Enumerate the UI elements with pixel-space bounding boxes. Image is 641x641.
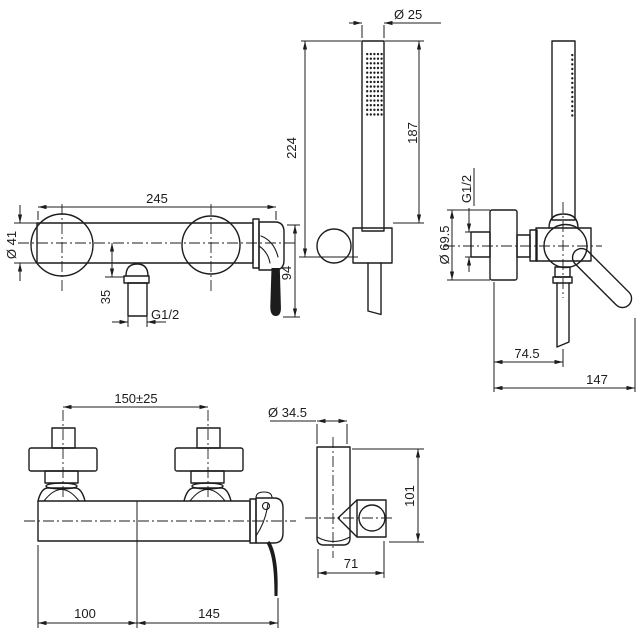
dim-inlet-spacing: 150±25 [63, 391, 208, 410]
dim-handshower-handset-length: 187 [385, 40, 424, 224]
dim-inlet-thread-side: G1/2 [459, 168, 475, 272]
handshower-handle-outline [361, 40, 385, 232]
dim-overall-projection: 147 [494, 318, 636, 392]
inlet-right-bell [183, 487, 232, 502]
hose-collar [554, 266, 571, 278]
cartridge-ring [252, 218, 260, 269]
dim-label-inlet-spacing: 150±25 [114, 391, 157, 406]
inlet-nipple-side [470, 231, 491, 258]
dim-label-handshower-handset-length: 187 [405, 122, 420, 144]
inlet-right-nipple [196, 427, 221, 449]
dim-label-mixer-height: 94 [279, 266, 294, 280]
inlet-left-bell [37, 487, 86, 502]
dim-handshower-overall-height: 224 [284, 40, 361, 258]
dim-label-mixer-width: 245 [146, 191, 168, 206]
holder-cylinder-bottom-arc [316, 536, 351, 543]
view-mixer-top: 150±25 100 145 [24, 391, 296, 628]
inlet-left [28, 427, 98, 502]
hose-side [556, 282, 570, 348]
holder-dome-side [548, 213, 579, 229]
inlet-right [174, 427, 244, 502]
dim-rosette-diameter-side: Ø 69.5 [437, 209, 490, 281]
dim-holder-projection: 71 [317, 541, 385, 578]
holder-bracket-block [356, 499, 387, 538]
lever-cap-top [255, 497, 284, 544]
dim-outlet-thread: G1/2 [112, 307, 179, 327]
dim-holder-height: 101 [352, 448, 424, 543]
holder-knob-side [358, 504, 386, 532]
connector-side-2 [529, 229, 538, 262]
handshower-handle-side [551, 40, 576, 221]
view-mixer-side: G1/2 Ø 69.5 74.5 147 [437, 168, 636, 392]
rosette-right [181, 215, 241, 275]
dim-holder-diameter: Ø 34.5 [268, 405, 348, 444]
dim-label-holder-height: 101 [402, 485, 417, 507]
lever-cap-front [258, 221, 285, 271]
dim-label-holder-diameter: Ø 34.5 [268, 405, 307, 420]
inlet-right-dome [189, 488, 226, 502]
outlet-nut [123, 275, 150, 284]
outlet-dome [125, 263, 149, 277]
dim-label-overall-projection: 147 [586, 372, 608, 387]
lever-cap-detail-2 [258, 245, 271, 264]
view-handshower-side [551, 40, 576, 221]
dim-label-outlet-offset: 35 [98, 290, 113, 304]
inlet-left-dome [43, 488, 80, 502]
lever-cap-bump [255, 491, 273, 499]
dim-mixer-height: 94 [279, 224, 300, 318]
holder-cylinder [316, 446, 351, 546]
dim-label-outlet-thread: G1/2 [151, 307, 179, 322]
lever-blade-top [266, 541, 278, 596]
lever-cap-screw [261, 501, 271, 511]
dim-label-rosette-diameter-front: Ø 41 [4, 231, 19, 259]
outlet-tube [127, 282, 148, 317]
holder-bracket-notch [337, 499, 358, 538]
rosette-side [489, 209, 518, 281]
view-holder-side: Ø 34.5 101 71 [268, 405, 424, 578]
holder-bracket-front [352, 227, 393, 264]
inlet-right-connector [190, 470, 225, 484]
dim-label-right-span: 145 [198, 606, 220, 621]
dim-hose-projection: 74.5 [493, 282, 564, 392]
hose-front [367, 262, 382, 316]
lever-cap-detail-1 [260, 235, 279, 258]
holder-knob-front [316, 228, 352, 264]
view-handshower-front: Ø 25 224 187 [284, 7, 441, 316]
dim-handshower-diameter: Ø 25 [349, 7, 441, 38]
dim-rosette-diameter-front: Ø 41 [4, 205, 37, 281]
inlet-left-connector [44, 470, 79, 484]
spray-face-dots [366, 52, 383, 121]
lever-side [571, 247, 633, 309]
view-mixer-front: 245 Ø 41 35 G1/2 94 [4, 191, 300, 327]
dim-mixer-width: 245 [37, 191, 277, 220]
inlet-left-nipple [51, 427, 76, 449]
dim-label-holder-projection: 71 [344, 556, 358, 571]
dim-label-handshower-overall-height: 224 [284, 137, 299, 159]
lever-top-detail [255, 502, 269, 537]
dim-label-inlet-thread-side: G1/2 [459, 175, 474, 203]
inlet-right-escutcheon [174, 447, 244, 472]
mixer-body [36, 222, 254, 264]
dim-outlet-offset: 35 [98, 243, 124, 304]
dim-label-handshower-diameter: Ø 25 [394, 7, 422, 22]
dim-label-rosette-diameter-side: Ø 69.5 [437, 225, 452, 264]
rosette-left [30, 213, 94, 277]
dim-label-left-span: 100 [74, 606, 96, 621]
valve-block-side [535, 227, 592, 262]
dim-label-hose-projection: 74.5 [514, 346, 539, 361]
dim-bottom-spans: 100 145 [37, 545, 279, 628]
hose-nut [552, 276, 573, 284]
lever-blade-front [270, 268, 281, 316]
